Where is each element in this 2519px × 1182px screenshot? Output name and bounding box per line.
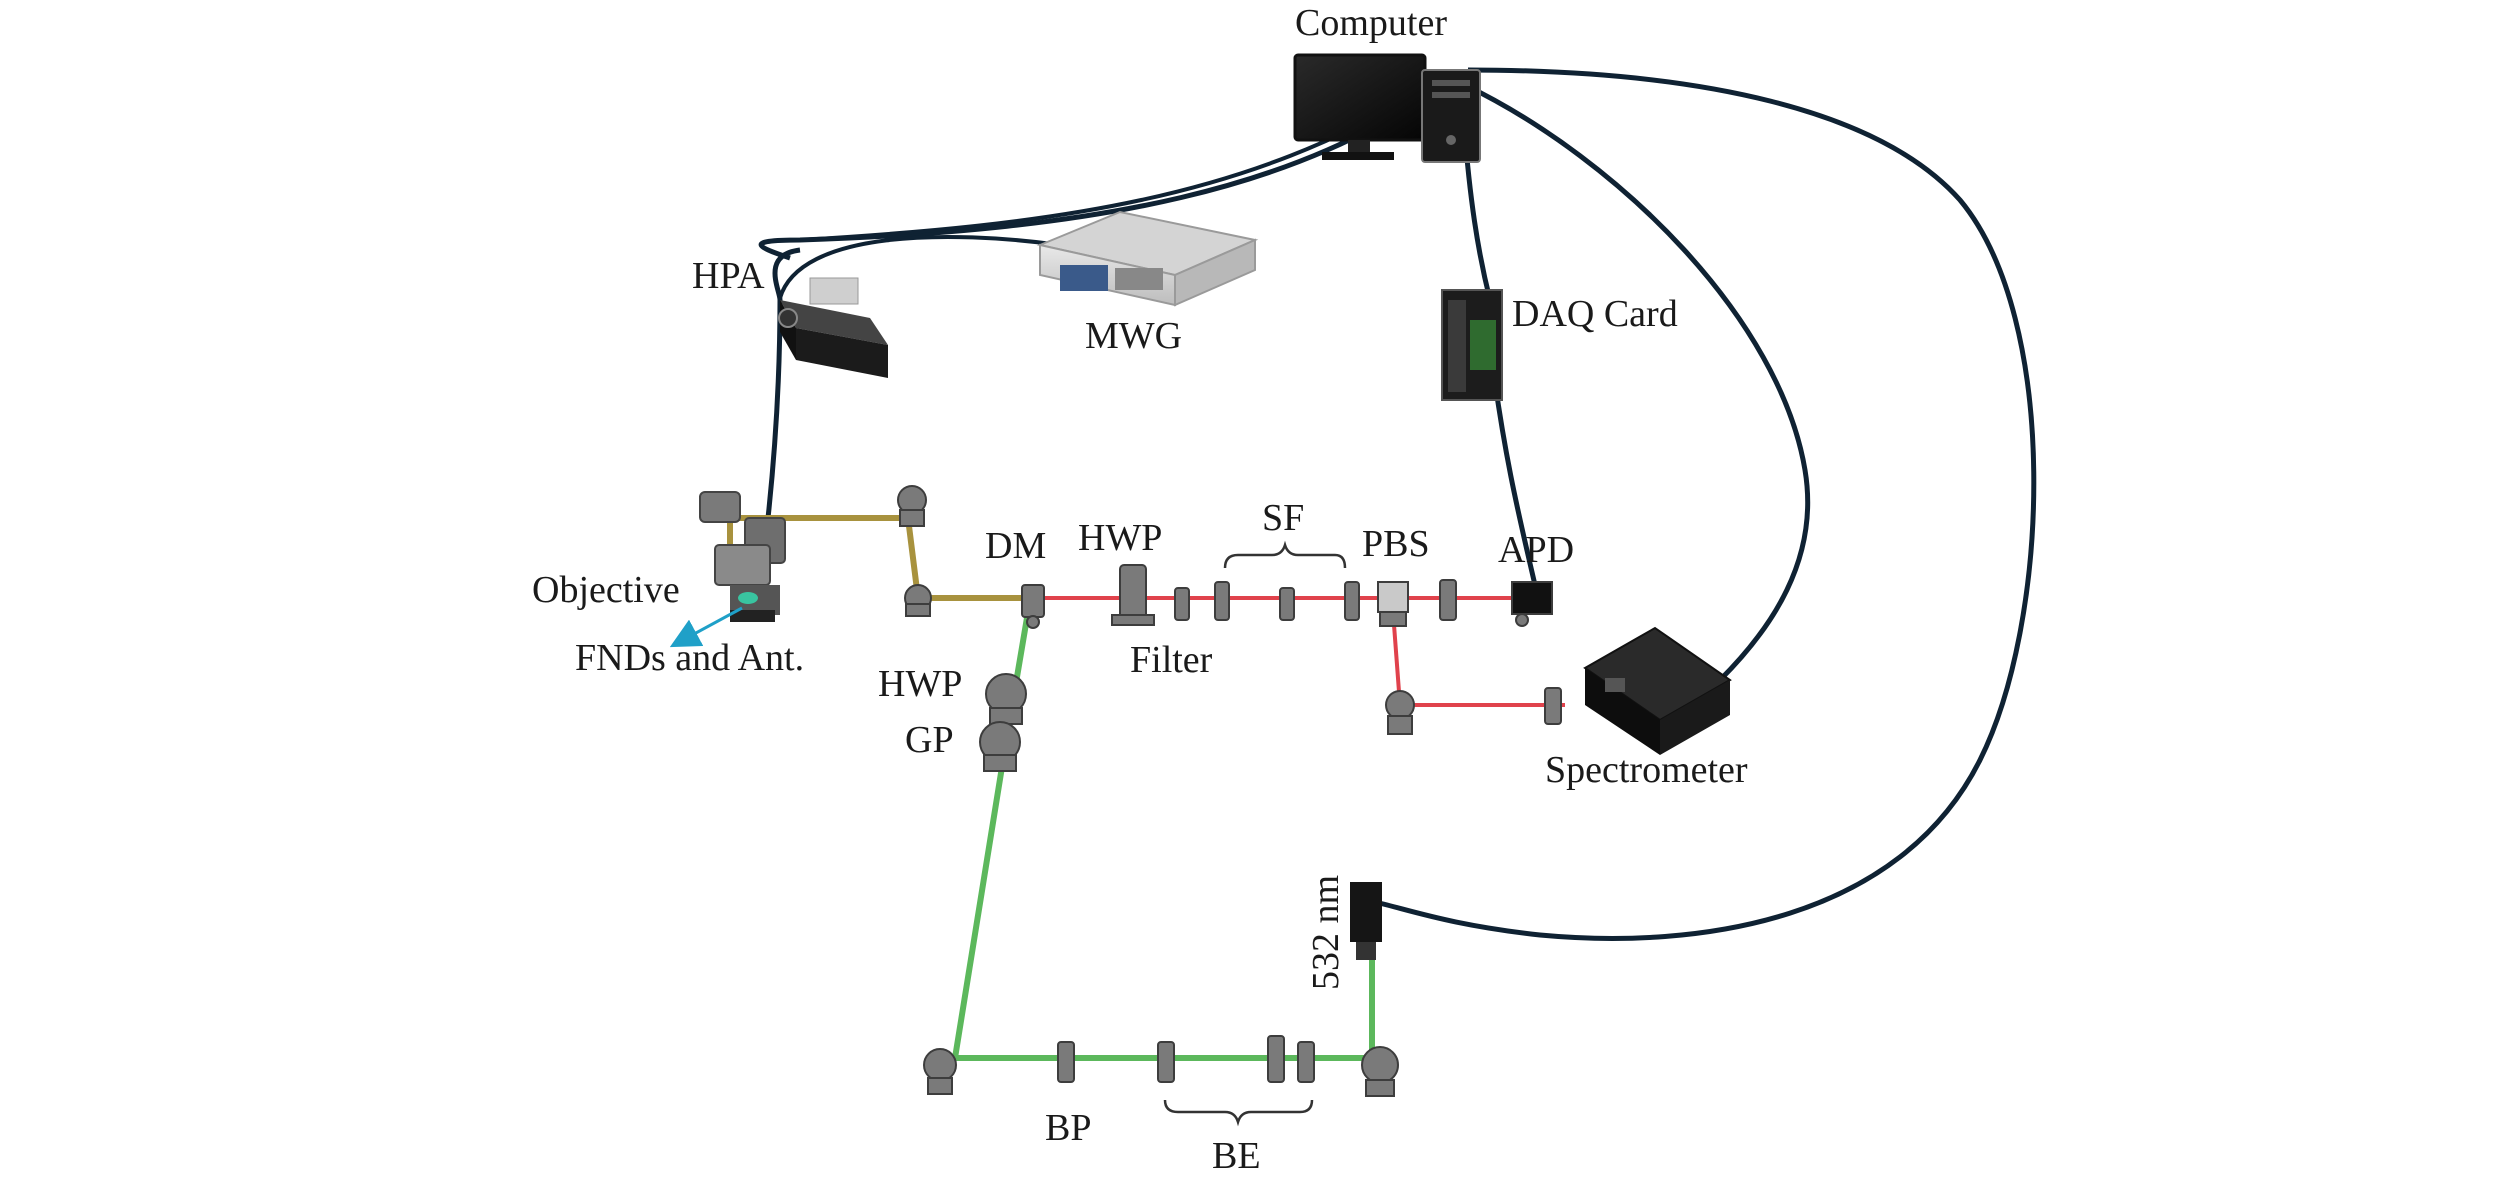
apd-label: APD — [1498, 529, 1574, 571]
be-lens-2 — [1267, 1035, 1285, 1083]
apd-detector — [1511, 581, 1553, 627]
mirror-red-branch — [1385, 690, 1415, 735]
filter-2 — [1214, 581, 1230, 621]
mirror-upper-left — [897, 485, 927, 527]
hwp-top-mount — [1111, 564, 1155, 626]
cable-computer-hpa — [758, 77, 1452, 261]
cables — [758, 67, 2037, 941]
monitor-screen — [1293, 53, 1427, 142]
dichroic-mirror — [1021, 584, 1045, 629]
spectrometer[interactable] — [1583, 626, 1732, 755]
cable-mwg-hpa-loop — [778, 234, 1061, 299]
computer-label: Computer — [1295, 2, 1447, 44]
pbs-label: PBS — [1362, 523, 1430, 565]
objective-stage[interactable] — [699, 491, 786, 622]
cable-computer-spectrometer — [1463, 82, 1811, 682]
mwg-generator[interactable] — [1036, 210, 1259, 307]
sf-label: SF — [1262, 497, 1304, 539]
daq-card[interactable] — [1441, 289, 1503, 401]
fnds-arrow — [669, 606, 743, 648]
cable-hpa-objective — [762, 247, 801, 546]
be-brace — [1163, 1099, 1314, 1127]
hwp-top-label: HWP — [1078, 517, 1162, 559]
objective-label: Objective — [532, 569, 680, 611]
pbs-cube — [1377, 581, 1409, 627]
mirror-bottom-right — [1361, 1046, 1399, 1097]
be-lens-3 — [1297, 1041, 1315, 1083]
be-label: BE — [1212, 1135, 1261, 1177]
monitor-stand — [1348, 140, 1370, 154]
laser-532[interactable] — [1350, 882, 1382, 960]
be-lens-1 — [1157, 1041, 1175, 1083]
filter-1 — [1174, 587, 1190, 621]
sf-brace — [1223, 540, 1347, 569]
spectrometer-label: Spectrometer — [1545, 749, 1748, 791]
lens-before-spectrometer — [1544, 687, 1562, 725]
hpa-amplifier[interactable] — [778, 277, 888, 378]
gp-mount — [979, 721, 1021, 772]
filter-label: Filter — [1130, 639, 1213, 681]
gp-label: GP — [905, 719, 954, 761]
optic-mounts — [897, 485, 1562, 1097]
mirror-bottom-left — [923, 1048, 957, 1095]
laser-label: 532 nm — [1305, 875, 1347, 990]
hwp-left-mount — [985, 673, 1027, 725]
hpa-label: HPA — [692, 255, 765, 297]
bp-label: BP — [1045, 1107, 1091, 1149]
sf-lens — [1279, 587, 1295, 621]
sf-pinhole — [1344, 581, 1360, 621]
mirror-mid-left — [904, 584, 932, 617]
lens-before-apd — [1439, 579, 1457, 621]
mwg-label: MWG — [1085, 315, 1182, 357]
computer[interactable] — [1293, 53, 1481, 163]
fnds-label: FNDs and Ant. — [575, 637, 804, 679]
bp-filter — [1057, 1041, 1075, 1083]
daq-label: DAQ Card — [1512, 293, 1678, 335]
cable-computer-laser — [1374, 67, 2037, 941]
hwp-left-label: HWP — [878, 663, 962, 705]
dm-label: DM — [985, 525, 1046, 567]
monitor-base — [1322, 152, 1394, 160]
